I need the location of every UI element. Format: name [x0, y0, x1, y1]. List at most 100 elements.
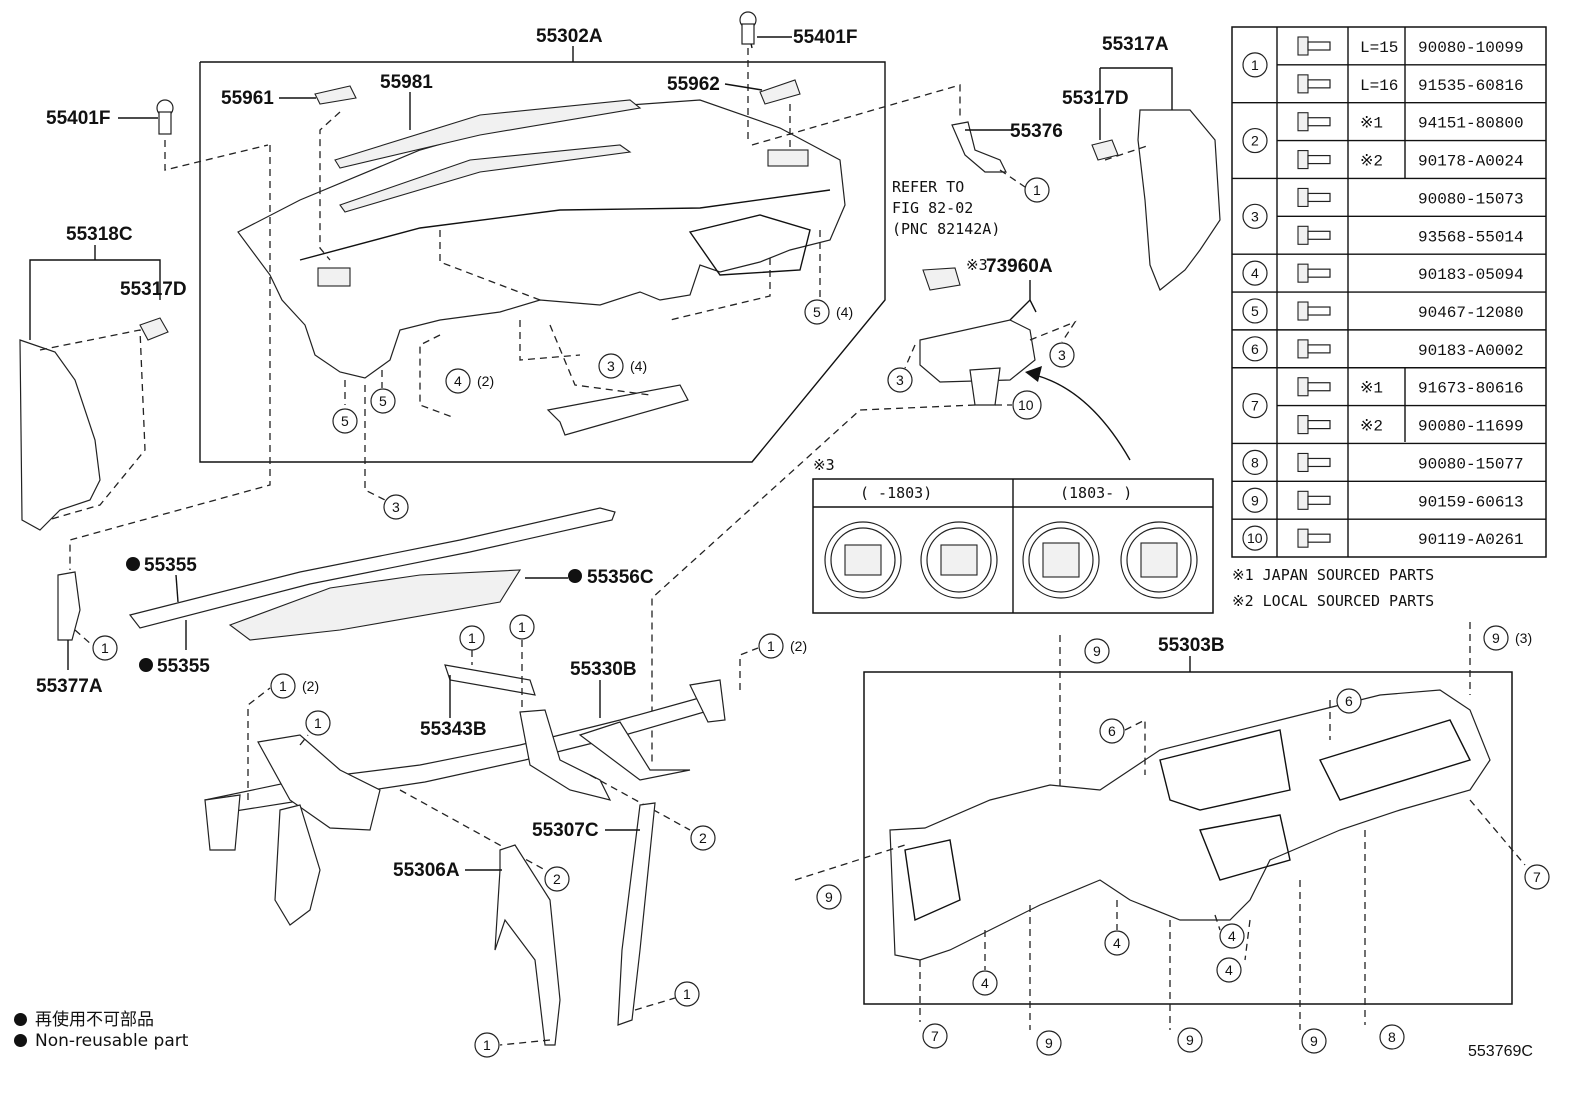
table-ref-7: 7 [1251, 398, 1259, 414]
table-part-number: 93568-55014 [1418, 228, 1524, 246]
callout-2-b: 2 [553, 871, 561, 887]
connector-pin-3 [1022, 521, 1100, 599]
fastener-icon [1297, 112, 1331, 132]
bracket-55376 [951, 121, 1007, 173]
label-55355-bottom: 55355 [157, 656, 210, 677]
table-ref-circle [1242, 127, 1268, 154]
connector-box: ※3 ( -1803) (1803- ) [812, 456, 1214, 614]
beam-end-left [204, 794, 241, 851]
connector-pin-4 [1120, 521, 1198, 599]
callout-1-55376: 1 [1033, 182, 1041, 198]
table-ref-circle [1242, 260, 1268, 286]
legend-text-english: Non-reusable part [35, 1031, 189, 1051]
bullet-icon [14, 1013, 27, 1026]
callout-5-b: 5 [379, 393, 387, 409]
callout-1-2-left: 1 [279, 678, 287, 694]
label-55303B: 55303B [1158, 635, 1225, 656]
defroster-lower [339, 144, 632, 213]
callout-5-4-qty: (4) [836, 304, 853, 320]
label-55355-top: 55355 [144, 555, 197, 576]
fastener-icon [1297, 415, 1331, 435]
table-ref-circle [1242, 393, 1268, 419]
table-part-number: 90467-12080 [1418, 304, 1524, 322]
table-ref-6: 6 [1251, 341, 1259, 357]
arrow-head [1025, 366, 1042, 382]
table-part-number: 94151-80800 [1418, 115, 1524, 133]
callout-9-b3: 9 [1310, 1033, 1318, 1049]
beam-leg [274, 804, 321, 926]
upper-callouts: 5 (4) 3 (4) 4 (2) 5 5 3 [332, 299, 853, 520]
beam-end-right [689, 679, 726, 723]
lower-assembly-frame [863, 671, 1513, 1005]
table-note-2: ※2 LOCAL SOURCED PARTS [1232, 592, 1434, 610]
callout-3-airbag-left: 3 [896, 372, 904, 388]
label-55306A: 55306A [393, 860, 460, 881]
callout-circle [1024, 177, 1050, 203]
panel-vent-left [317, 267, 351, 287]
callout-2-a: 2 [699, 830, 707, 846]
callout-1-2-right: 1 [767, 638, 775, 654]
note3-tag: ※3 [966, 256, 988, 274]
callout-4-2: 4 [454, 373, 462, 389]
side-panel-right-group: 55317A 55317D [1062, 34, 1221, 291]
table-ref-8: 8 [1251, 454, 1259, 470]
airbag-group: 55376 1 REFER TO FIG 82-02 (PNC 82142A) … [651, 121, 1131, 765]
table-part-number: 90119-A0261 [1418, 531, 1524, 549]
table-note-1: ※1 JAPAN SOURCED PARTS [1232, 566, 1434, 584]
sheet-55356C [228, 569, 522, 641]
table-part-number: 91535-60816 [1418, 77, 1524, 95]
table-note-mark: ※1 [1360, 115, 1383, 133]
callout-5-4: 5 [813, 304, 821, 320]
beam-group: 55330B 55343B 1 1 1 (2) 1 (2) 1 2 2 [204, 614, 807, 926]
label-55317D-right: 55317D [1062, 88, 1129, 109]
callout-9-b2: 9 [1186, 1032, 1194, 1048]
label-55962: 55962 [667, 74, 720, 95]
callout-9-left: 9 [825, 889, 833, 905]
callout-1-2-left-qty: (2) [302, 678, 319, 694]
bracket-lower [546, 384, 689, 436]
label-55376: 55376 [1010, 121, 1063, 142]
label-55318C: 55318C [66, 224, 133, 245]
diagram-code: 553769C [1468, 1043, 1533, 1060]
callout-3-4: 3 [607, 358, 615, 374]
callout-9-b1: 9 [1045, 1035, 1053, 1051]
callout-5-a: 5 [341, 413, 349, 429]
lower-bracket-window-center [1159, 729, 1291, 811]
label-55961: 55961 [221, 88, 274, 109]
callout-4-b: 4 [1113, 935, 1121, 951]
table-part-number: 90080-11699 [1418, 418, 1524, 436]
airbag-bracket [969, 367, 1001, 406]
beam-bracket-left [257, 734, 381, 831]
table-part-number: 90159-60613 [1418, 493, 1524, 511]
lower-assembly-group: 55303B 9 9 (3) 6 6 9 7 4 4 4 [794, 622, 1550, 1056]
callout-3-4-qty: (4) [630, 358, 647, 374]
braces-group: 55307C 1 55306A 1 [393, 802, 700, 1058]
upper-panel-frame [199, 61, 886, 463]
label-55343B: 55343B [420, 719, 487, 740]
part-55961-shape [314, 85, 357, 105]
connector-pin-1 [824, 521, 902, 599]
connector-pin-2 [920, 521, 998, 599]
callout-9-3-qty: (3) [1515, 630, 1532, 646]
side-panel-right [1137, 109, 1221, 291]
fastener-icon [1297, 528, 1331, 548]
table-note-mark: ※2 [1360, 153, 1383, 171]
fastener-icon [1297, 301, 1331, 321]
legend-line-english: Non-reusable part [14, 1031, 188, 1051]
table-ref-circle [1242, 449, 1268, 475]
table-ref-9: 9 [1251, 492, 1259, 508]
callout-1-55343B-b: 1 [518, 619, 526, 635]
legend-line-japanese: 再使用不可部品 [14, 1005, 154, 1030]
table-ref-4: 4 [1251, 265, 1259, 281]
callout-6-left: 6 [1108, 723, 1116, 739]
callout-9-top: 9 [1093, 643, 1101, 659]
refer-note-line2: FIG 82-02 [892, 199, 973, 217]
table-ref-circle [1242, 203, 1268, 229]
table-part-number: 90183-05094 [1418, 266, 1524, 284]
side-panel-left-group: 55318C 55317D [19, 224, 187, 531]
table-ref-circle [1242, 52, 1268, 78]
defroster-grille [334, 99, 642, 169]
callout-7-bottom: 7 [931, 1028, 939, 1044]
table-note-mark: ※2 [1360, 418, 1383, 436]
